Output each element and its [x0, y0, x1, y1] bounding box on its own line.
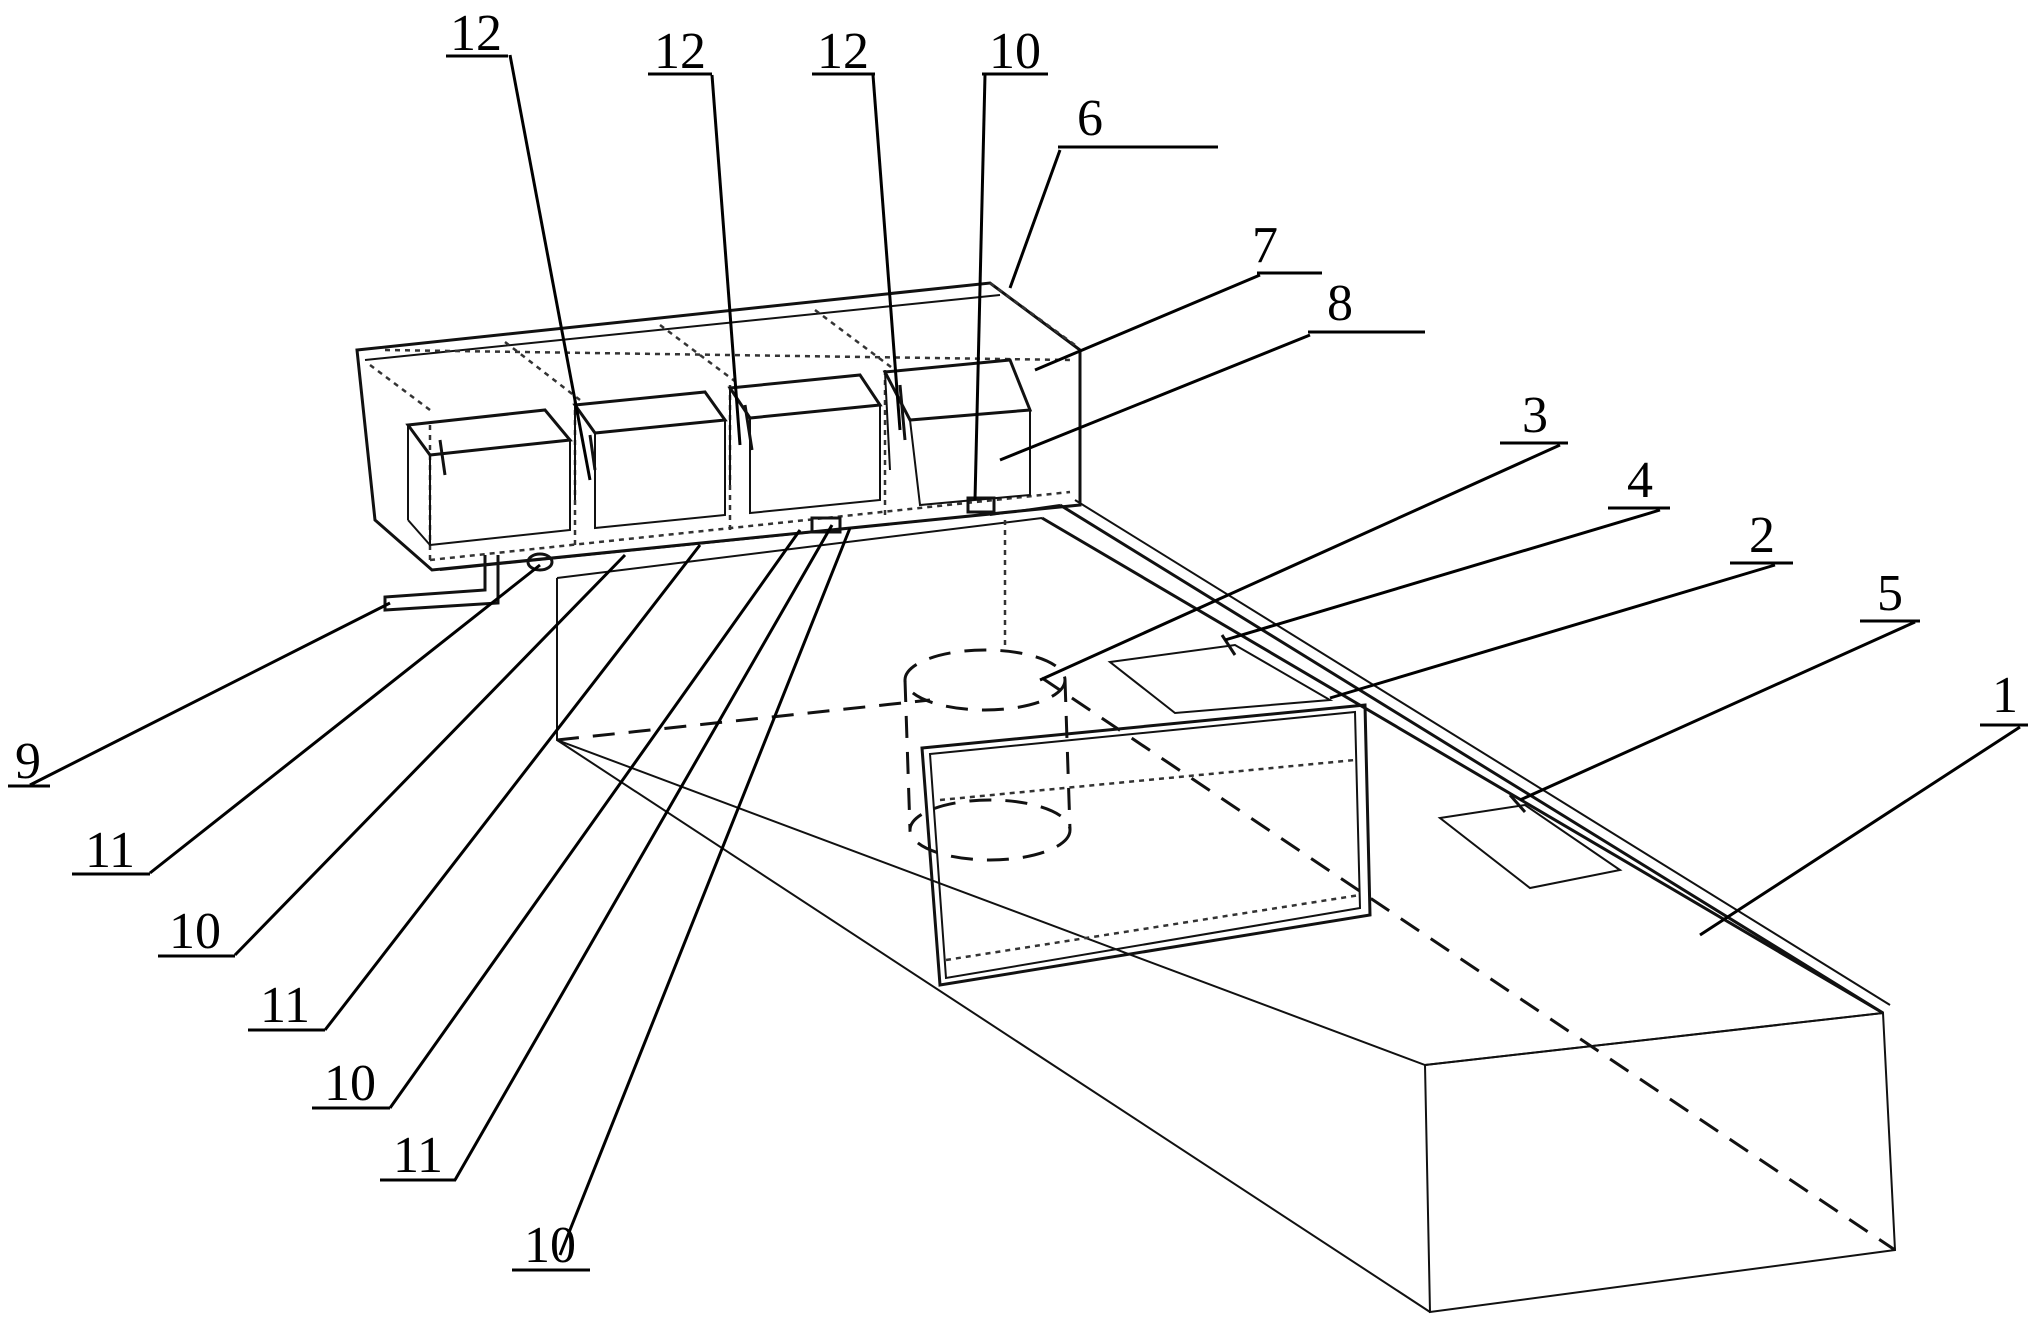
- callout-2: 2: [1730, 507, 1793, 565]
- callout-10-b: 10: [312, 1055, 390, 1112]
- callout-6: 6: [1058, 90, 1218, 149]
- callout-label: 6: [1077, 90, 1103, 147]
- callout-label: 4: [1627, 452, 1653, 509]
- callout-10-c: 10: [512, 1217, 590, 1274]
- callout-10-a: 10: [158, 903, 235, 960]
- callout-label: 5: [1877, 565, 1903, 622]
- leader-lines: [29, 54, 2021, 1256]
- callout-label: 11: [260, 977, 310, 1034]
- callout-label: 2: [1749, 507, 1775, 564]
- callout-label: 10: [989, 23, 1041, 80]
- callouts: 12 12 12 10 6 7 8 3: [8, 5, 2028, 1274]
- callout-3: 3: [1500, 387, 1568, 445]
- callout-8: 8: [1308, 275, 1425, 334]
- callout-label: 12: [654, 23, 706, 80]
- callout-label: 11: [393, 1127, 443, 1184]
- callout-label: 7: [1252, 217, 1278, 274]
- main-duct: [556, 516, 1897, 1314]
- callout-label: 1: [1992, 667, 2018, 724]
- callout-11-a: 11: [72, 822, 150, 879]
- callout-label: 11: [85, 822, 135, 879]
- callout-label: 10: [169, 903, 221, 960]
- callout-4: 4: [1608, 452, 1670, 510]
- callout-11-c: 11: [380, 1127, 456, 1184]
- callout-label: 8: [1327, 275, 1353, 332]
- callout-label: 12: [450, 5, 502, 62]
- callout-12-middle: 12: [648, 23, 712, 80]
- top-cabinet: [355, 281, 1082, 612]
- cylinder: [903, 520, 1072, 862]
- callout-12-left: 12: [446, 5, 508, 62]
- callout-12-right: 12: [812, 23, 875, 80]
- callout-1: 1: [1980, 667, 2028, 727]
- callout-7: 7: [1252, 217, 1322, 275]
- callout-label: 10: [524, 1217, 576, 1274]
- callout-11-b: 11: [248, 977, 325, 1034]
- callout-label: 3: [1522, 387, 1548, 444]
- callout-label: 10: [324, 1055, 376, 1112]
- callout-9: 9: [8, 733, 50, 790]
- plates: [1107, 634, 1623, 890]
- callout-label: 9: [15, 733, 41, 790]
- callout-10-top: 10: [982, 23, 1048, 80]
- callout-label: 12: [817, 23, 869, 80]
- filter-panel: [920, 703, 1372, 987]
- callout-5: 5: [1860, 565, 1920, 623]
